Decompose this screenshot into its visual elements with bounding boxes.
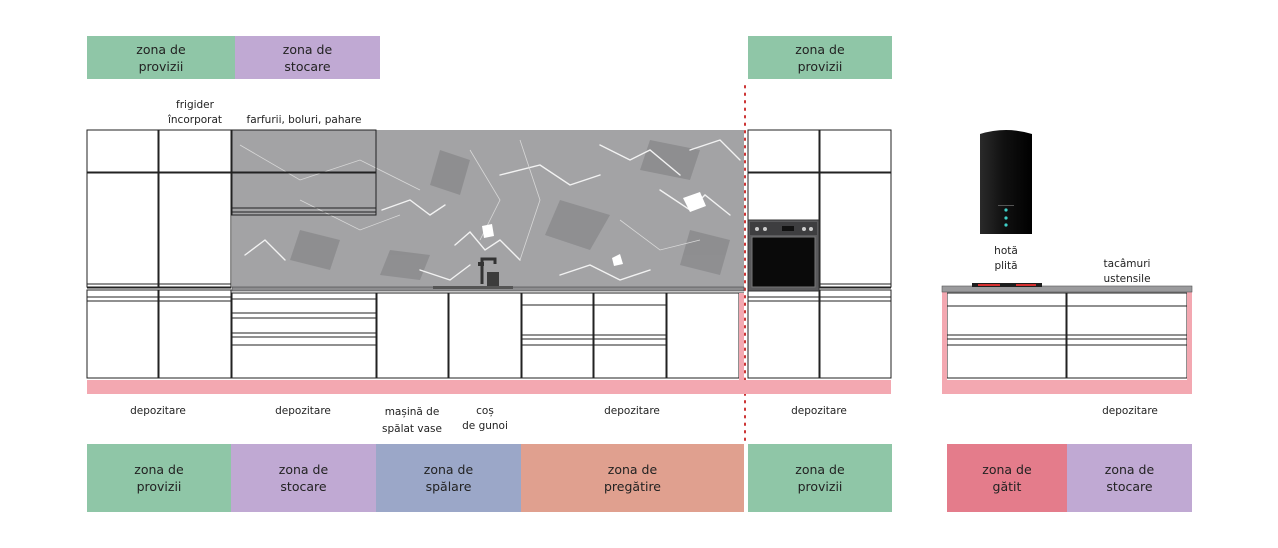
zone-text: gătit — [992, 479, 1022, 494]
zone-text: zona de — [1104, 462, 1155, 477]
label-line: mașină de — [384, 406, 440, 418]
zone-text: zona de — [795, 41, 845, 57]
zone-text: pregătire — [603, 479, 661, 494]
zone-text: spălare — [425, 479, 472, 494]
label-line: spălat vase — [382, 423, 442, 435]
zone-text: stocare — [284, 58, 331, 74]
label-frigider: frigider încorporat — [168, 98, 222, 128]
bottom-zone-spalare: zona de spălare — [376, 444, 521, 512]
island-side-right — [1187, 292, 1192, 380]
label-line: coș — [476, 405, 494, 417]
plinth-island — [942, 380, 1192, 394]
zone-text: zona de — [982, 462, 1032, 477]
label-depozitare-3: depozitare — [604, 405, 660, 417]
label-depozitare-2: depozitare — [275, 405, 331, 417]
zone-text: zona de — [278, 462, 329, 477]
bottom-zone-stocare: zona de stocare — [231, 444, 376, 512]
label-depozitare-4: depozitare — [791, 405, 847, 417]
zone-text: zona de — [134, 462, 184, 477]
zone-text: zona de — [136, 41, 186, 57]
zone-text: stocare — [280, 479, 327, 494]
label-depozitare-5: depozitare — [1102, 405, 1158, 417]
zone-text: provizii — [136, 479, 182, 494]
marble-backsplash — [232, 130, 744, 288]
label-line: încorporat — [167, 114, 223, 126]
zone-text: zona de — [795, 462, 845, 477]
bottom-zone-stocare-island: zona de stocare — [1067, 444, 1192, 512]
label-masina: mașină de spălat vase — [382, 404, 442, 438]
sink-faucet — [433, 257, 513, 289]
zone-text: provizii — [797, 58, 843, 74]
label-cos: coș de gunoi — [462, 404, 508, 434]
label-line: tacâmuri — [1103, 258, 1151, 270]
zone-text: provizii — [797, 479, 843, 494]
label-line: de gunoi — [462, 420, 508, 432]
label-tacamuri: tacâmuri ustensile — [1103, 257, 1150, 287]
plinth-main — [87, 380, 891, 394]
label-farfurii: farfurii, boluri, pahare — [246, 114, 362, 126]
label-hota: hotă plită — [994, 244, 1018, 274]
bottom-zone-pregatire: zona de pregătire — [521, 444, 744, 512]
zone-text: zona de — [423, 462, 474, 477]
bottom-zone-provizii-right: zona de provizii — [748, 444, 892, 512]
label-line: ustensile — [1103, 273, 1151, 285]
bottom-zone-provizii: zona de provizii — [87, 444, 231, 512]
label-line: frigider — [176, 99, 214, 111]
label-line: plită — [994, 260, 1018, 272]
zone-text: stocare — [1106, 479, 1153, 494]
island-side-left — [942, 292, 947, 380]
range-hood — [980, 130, 1032, 234]
hob — [972, 283, 1042, 287]
zone-text: zona de — [282, 41, 333, 57]
zone-text: zona de — [607, 462, 658, 477]
label-depozitare-1: depozitare — [130, 405, 186, 417]
oven — [747, 219, 820, 292]
bottom-zone-gatit: zona de gătit — [947, 444, 1067, 512]
island-worktop — [941, 285, 1193, 293]
zone-text: provizii — [138, 58, 184, 74]
cabinet-outlines — [86, 129, 1188, 379]
label-line: hotă — [994, 245, 1018, 257]
end-panel — [739, 293, 744, 380]
